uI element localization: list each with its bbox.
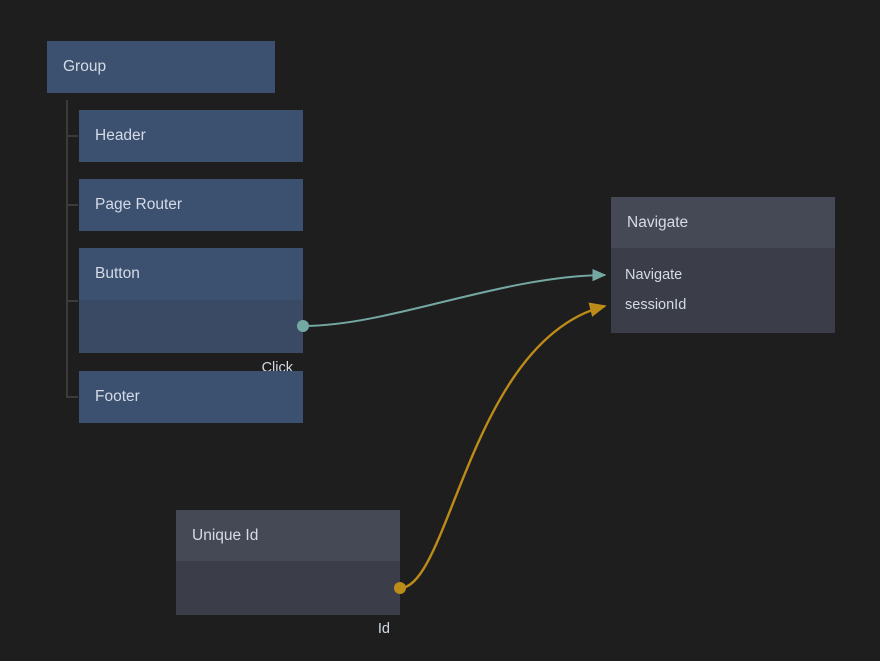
- node-page-router[interactable]: Page Router: [79, 179, 303, 231]
- port-row-sessionid-in[interactable]: sessionId: [611, 295, 849, 315]
- tree-stub-header: [66, 135, 78, 137]
- port-dot-click[interactable]: [297, 320, 309, 332]
- port-row-navigate-in[interactable]: Navigate: [611, 265, 849, 285]
- node-button-title: Button: [79, 248, 303, 300]
- node-footer[interactable]: Footer: [79, 371, 303, 423]
- tree-trunk-line: [66, 100, 68, 398]
- edge-click-to-navigate: [302, 268, 607, 327]
- tree-stub-button: [66, 300, 78, 302]
- port-label-sessionid: sessionId: [625, 296, 687, 313]
- edge-id-to-sessionid: [399, 302, 607, 590]
- node-footer-title: Footer: [79, 371, 303, 423]
- node-group-title: Group: [47, 41, 275, 93]
- tree-stub-footer: [66, 396, 78, 398]
- node-unique-id[interactable]: Unique Id Id: [176, 510, 406, 636]
- node-navigate[interactable]: Navigate Navigate sessionId: [611, 197, 835, 333]
- node-page-router-title: Page Router: [79, 179, 303, 231]
- node-unique-id-title: Unique Id: [176, 510, 400, 561]
- node-header[interactable]: Header: [79, 110, 303, 162]
- tree-stub-page-router: [66, 204, 78, 206]
- port-label-navigate: Navigate: [625, 266, 683, 283]
- node-button[interactable]: Button Click: [79, 248, 309, 375]
- node-navigate-body: Navigate sessionId: [611, 248, 835, 333]
- node-navigate-title: Navigate: [611, 197, 835, 248]
- port-dot-id[interactable]: [394, 582, 406, 594]
- node-button-body: Click: [79, 300, 303, 375]
- node-header-title: Header: [79, 110, 303, 162]
- node-unique-id-body: Id: [176, 561, 400, 636]
- port-row-id[interactable]: Id: [166, 619, 400, 639]
- port-label-id: Id: [377, 620, 390, 637]
- node-group[interactable]: Group: [47, 41, 275, 93]
